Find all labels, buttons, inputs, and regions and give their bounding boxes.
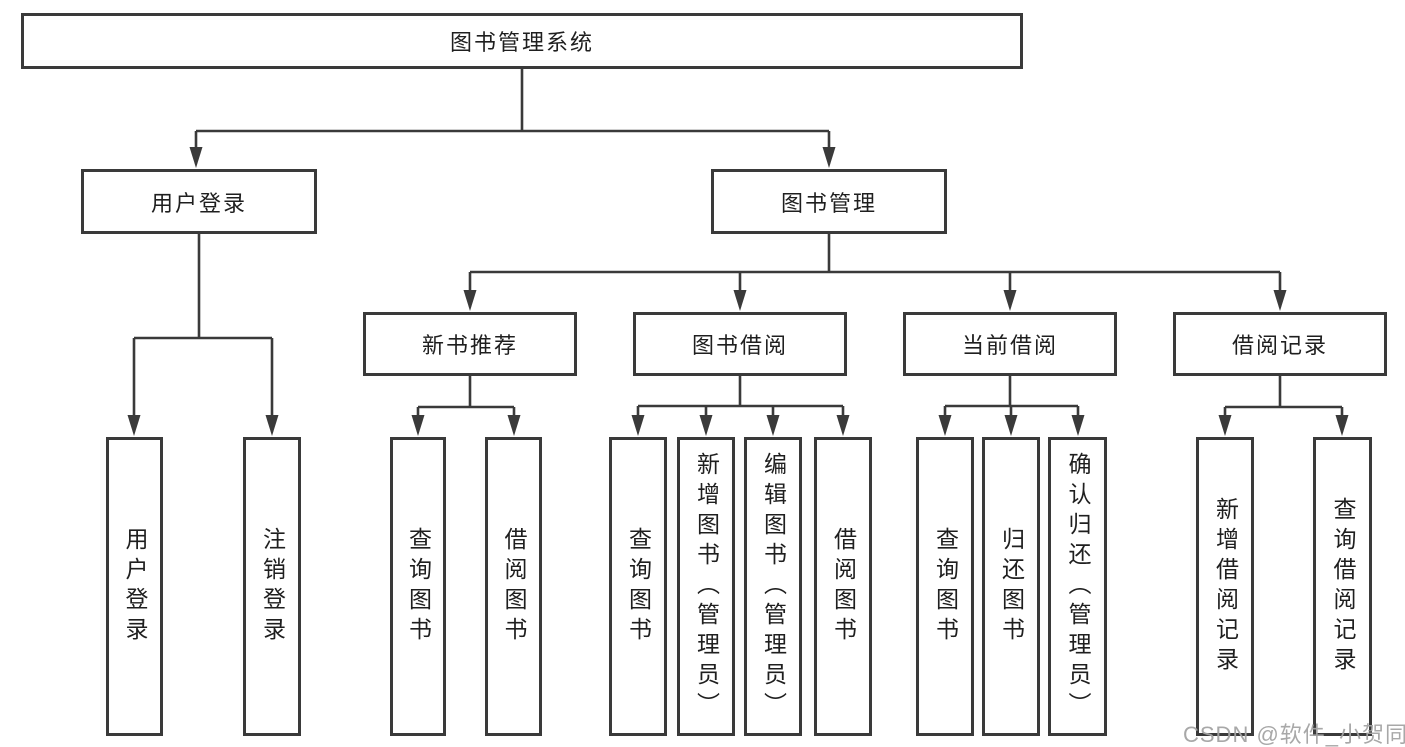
leaf-label: 确认归还（管理员） [1065, 451, 1091, 722]
node-leaf-current-confirm-return-admin: 确认归还（管理员） [1048, 437, 1107, 736]
node-leaf-record-query: 查询借阅记录 [1313, 437, 1372, 736]
node-leaf-current-query-book: 查询图书 [916, 437, 974, 736]
node-book-borrow: 图书借阅 [633, 312, 847, 376]
node-leaf-user-login: 用户登录 [106, 437, 163, 736]
node-leaf-borrow-query-book: 查询图书 [609, 437, 667, 736]
node-book-management: 图书管理 [711, 169, 947, 234]
node-leaf-recommend-borrow-book: 借阅图书 [485, 437, 542, 736]
node-user-login: 用户登录 [81, 169, 317, 234]
node-borrow-record: 借阅记录 [1173, 312, 1387, 376]
node-leaf-logout: 注销登录 [243, 437, 301, 736]
leaf-label: 归还图书 [998, 526, 1025, 647]
node-current-borrow: 当前借阅 [903, 312, 1117, 376]
node-new-book-recommend: 新书推荐 [363, 312, 577, 376]
node-library-management-system: 图书管理系统 [21, 13, 1023, 69]
leaf-label: 查询图书 [932, 526, 959, 647]
node-leaf-borrow-edit-book-admin: 编辑图书（管理员） [744, 437, 802, 736]
node-leaf-borrow-add-book-admin: 新增图书（管理员） [677, 437, 735, 736]
leaf-label: 查询图书 [405, 526, 432, 647]
node-leaf-borrow-borrow-book: 借阅图书 [814, 437, 872, 736]
leaf-label: 查询借阅记录 [1330, 496, 1356, 677]
node-leaf-current-return-book: 归还图书 [982, 437, 1040, 736]
csdn-watermark: CSDN @软件_小贺同学 [1183, 722, 1405, 747]
node-leaf-recommend-query-book: 查询图书 [390, 437, 446, 736]
leaf-label: 借阅图书 [501, 526, 527, 647]
leaf-label: 查询图书 [625, 526, 652, 647]
leaf-label: 编辑图书（管理员） [760, 451, 787, 722]
leaf-label: 新增图书（管理员） [693, 451, 720, 722]
leaf-label: 用户登录 [122, 526, 148, 647]
leaf-label: 注销登录 [259, 526, 286, 647]
node-leaf-record-add: 新增借阅记录 [1196, 437, 1254, 736]
leaf-label: 借阅图书 [830, 526, 857, 647]
leaf-label: 新增借阅记录 [1212, 496, 1239, 677]
